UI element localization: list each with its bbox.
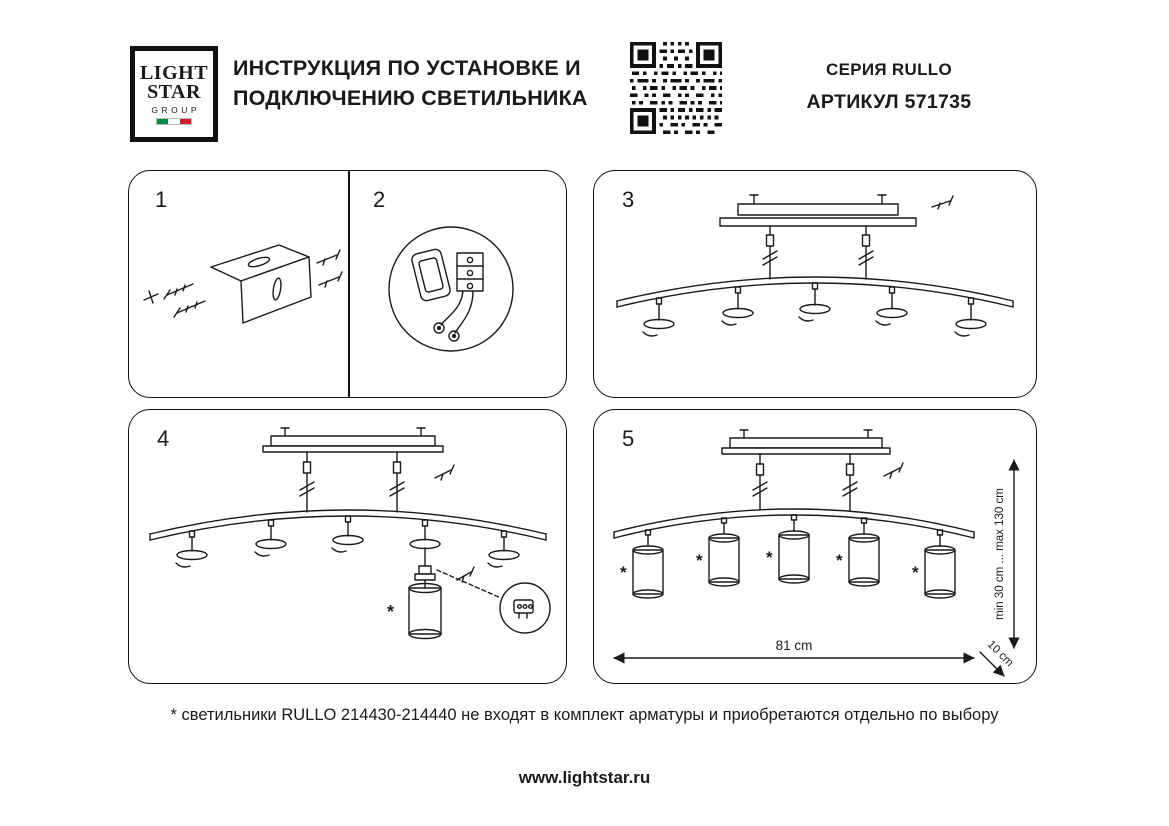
- shade-connector: [414, 547, 436, 589]
- screw-icon: [318, 271, 343, 288]
- instruction-panel-step-5: 5: [593, 409, 1037, 684]
- logo-text-light: LIGHT: [139, 61, 209, 84]
- mounting-cover: [411, 248, 451, 302]
- lamp-holder: [642, 297, 675, 337]
- qr-code-icon: [630, 42, 722, 134]
- canopy-dimension: 10 cm: [979, 639, 1016, 677]
- suspension-rod: [299, 451, 315, 513]
- screwdriver-cross-icon: [143, 290, 159, 304]
- assembled-fixture-diagram: * * * * * 81 cm min 30 cm ... max 130 cm: [613, 429, 1020, 677]
- suspension-rod: [762, 225, 778, 280]
- lamp-holder: [409, 519, 441, 550]
- lamp-with-shade: [778, 514, 810, 584]
- instruction-panel-step-4: 4: [128, 409, 567, 684]
- suspension-rod: [858, 225, 874, 280]
- ceiling-canopy: [729, 437, 883, 449]
- step-number-5: 5: [622, 426, 635, 451]
- lamp-holder: [175, 530, 208, 568]
- footnote-marker: *: [696, 551, 703, 570]
- footnote-marker: *: [836, 551, 843, 570]
- lamp-holder: [954, 297, 987, 337]
- mounting-screws: [749, 194, 887, 205]
- wires: [433, 290, 474, 342]
- product-info: СЕРИЯ RULLO АРТИКУЛ 571735: [783, 60, 995, 114]
- suspension-rod: [389, 451, 405, 513]
- width-dimension: 81 cm: [613, 638, 975, 664]
- mounting-screws: [739, 429, 873, 439]
- mounting-plate: [721, 447, 891, 455]
- lamp-with-shade: [632, 529, 664, 599]
- lamp-holder: [254, 519, 287, 557]
- screw-icon: [456, 566, 475, 583]
- canopy-dimension-label: 10 cm: [985, 639, 1016, 670]
- lamp-with-shade: [848, 517, 880, 587]
- article-label: АРТИКУЛ 571735: [806, 91, 972, 113]
- instruction-panel-step-3: 3: [593, 170, 1037, 398]
- title-line-2: ПОДКЛЮЧЕНИЮ СВЕТИЛЬНИКА: [233, 85, 588, 110]
- lamp-holder: [331, 515, 364, 553]
- connection-detail-circle: [499, 582, 551, 634]
- screw-icon: [163, 283, 194, 300]
- shade-attachment-diagram: *: [149, 427, 551, 640]
- lamp-shade: [408, 582, 442, 640]
- step-number-4: 4: [157, 426, 170, 451]
- lamp-holder: [798, 282, 831, 322]
- instruction-panel-steps-1-2: 1 2: [128, 170, 567, 398]
- suspension-rod: [752, 453, 768, 511]
- mounting-screws: [280, 427, 426, 437]
- wiring-connection-diagram: [388, 226, 514, 352]
- title-line-1: ИНСТРУКЦИЯ ПО УСТАНОВКЕ И: [233, 56, 581, 80]
- footnote-marker: *: [387, 602, 394, 622]
- screw-icon: [316, 249, 341, 266]
- screw-icon: [883, 462, 904, 479]
- terminal-block: [456, 252, 484, 292]
- mounting-plate: [262, 445, 444, 453]
- callout-line: [436, 569, 502, 599]
- panel-divider: [348, 171, 350, 397]
- footnote-marker: *: [620, 563, 627, 582]
- lamp-with-shade: [708, 517, 740, 587]
- lightstar-logo: LIGHT STAR GROUP: [130, 46, 218, 142]
- mounting-plate: [719, 217, 917, 227]
- footnote-marker: *: [912, 563, 919, 582]
- step-number-3: 3: [622, 187, 635, 212]
- ceiling-mounting-diagram: [616, 194, 1014, 337]
- page-title: ИНСТРУКЦИЯ ПО УСТАНОВКЕ И ПОДКЛЮЧЕНИЮ СВ…: [233, 54, 588, 113]
- height-dimension: min 30 cm ... max 130 cm: [994, 459, 1020, 649]
- lamp-holder: [487, 530, 520, 568]
- step-number-1: 1: [155, 187, 168, 212]
- lamp-with-shade: [924, 529, 956, 599]
- screw-icon: [173, 300, 206, 318]
- website-url: www.lightstar.ru: [518, 768, 651, 787]
- lamp-holder: [721, 286, 754, 326]
- footnote-marker: *: [766, 548, 773, 567]
- logo-text-group: GROUP: [151, 104, 201, 115]
- footnote: * светильники RULLO 214430-214440 не вхо…: [170, 706, 999, 724]
- width-dimension-label: 81 cm: [776, 638, 813, 653]
- italian-flag-icon: [156, 117, 192, 125]
- ceiling-canopy: [737, 203, 899, 216]
- bracket-mounting-diagram: [143, 244, 343, 324]
- screw-icon: [434, 464, 455, 481]
- height-dimension-label: min 30 cm ... max 130 cm: [994, 488, 1006, 620]
- step-number-2: 2: [373, 187, 386, 212]
- ceiling-canopy: [270, 435, 436, 447]
- series-label: СЕРИЯ RULLO: [826, 60, 952, 79]
- lamp-holder: [875, 286, 908, 326]
- screw-icon: [931, 195, 954, 210]
- bracket-front-face: [240, 256, 312, 324]
- suspension-rod: [842, 453, 858, 511]
- logo-text-star: STAR: [147, 80, 201, 103]
